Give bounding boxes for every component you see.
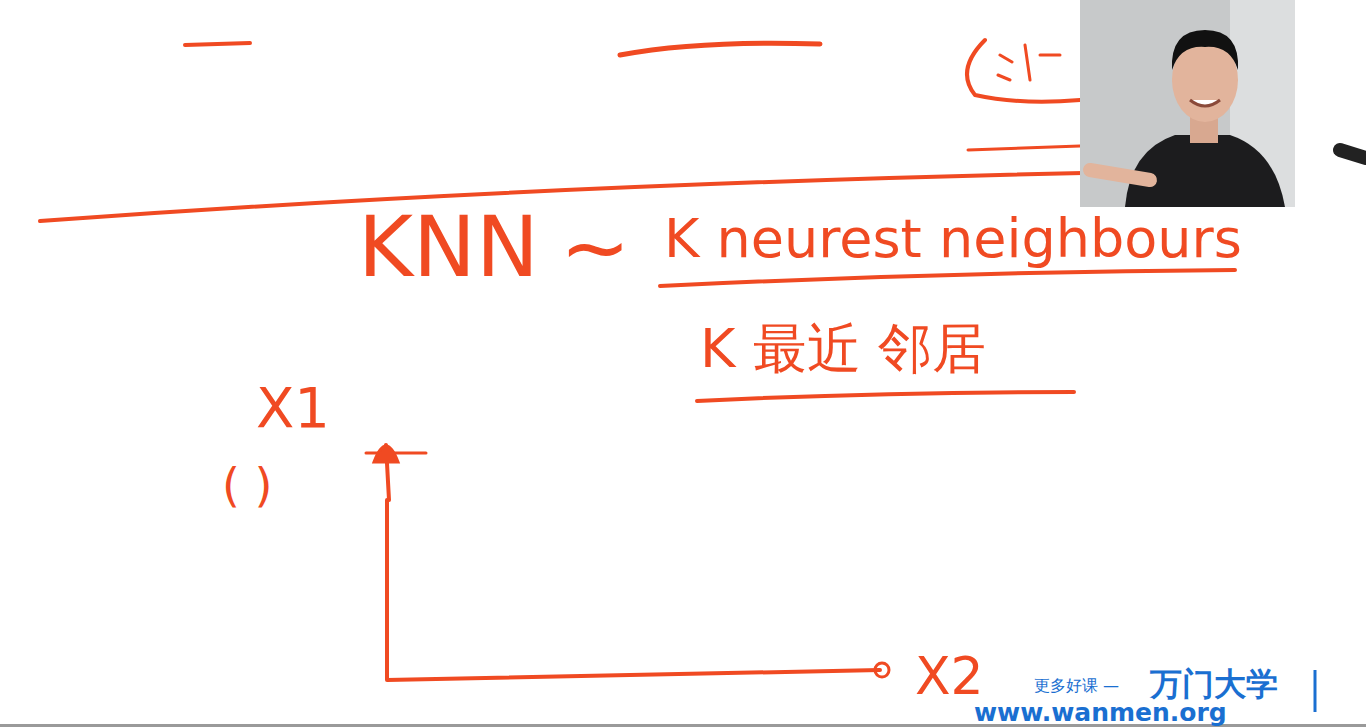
axis-label: X1 (256, 380, 330, 436)
expansion-note: K neurest neighbours (664, 212, 1242, 266)
chinese-note: K 最近 邻居 (700, 322, 986, 376)
tilde-sign: ~ (560, 205, 630, 289)
bracket-note: ( ) (222, 462, 273, 508)
axis-label: X2 (915, 650, 984, 702)
watermark-text: 更多好课 — (1034, 678, 1119, 694)
watermark-url: www.wanmen.org (974, 700, 1227, 725)
watermark-brand: 万门大学 (1150, 668, 1278, 700)
topic-heading: KNN (358, 205, 539, 289)
